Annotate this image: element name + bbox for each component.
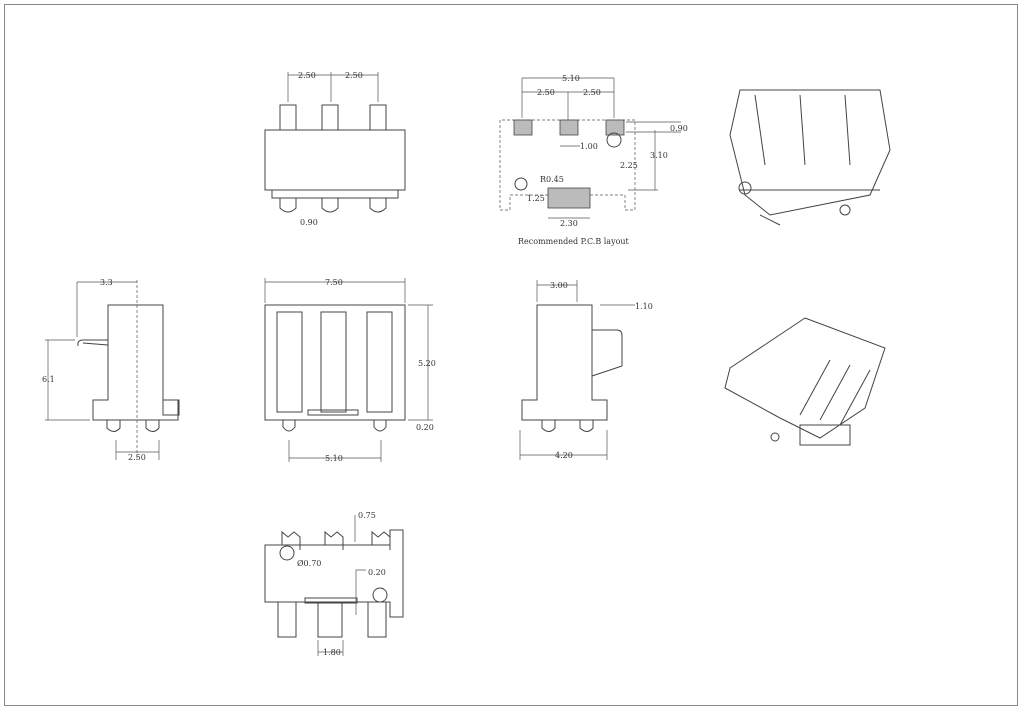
dim-label: 3.00 <box>550 281 568 290</box>
dim-label: 1.10 <box>635 302 653 311</box>
right-view: 3.00 1.10 4.20 <box>519 280 653 460</box>
dim-label: 2.25 <box>620 161 638 170</box>
dim-label: R0.45 <box>540 175 564 184</box>
dim-label: 2.50 <box>537 88 555 97</box>
sheet-border <box>4 4 1018 706</box>
top-view: 2.50 2.50 0.90 <box>264 71 406 227</box>
dim-label: 0.20 <box>416 423 434 432</box>
dim-label: 2.50 <box>345 71 363 80</box>
dim-label: 4.20 <box>555 451 573 460</box>
pcb-layout-caption: Recommended P.C.B layout <box>518 237 630 246</box>
dim-label: 3.3 <box>100 278 113 287</box>
front-view: 7.50 5.20 0.20 5.10 <box>264 278 436 463</box>
dim-label: 2.50 <box>298 71 316 80</box>
dim-label: Ø0.70 <box>297 559 321 568</box>
dim-label: 3.10 <box>650 151 668 160</box>
dim-label: 6.1 <box>42 375 55 384</box>
dim-label: 7.50 <box>325 278 343 287</box>
dim-label: 5.10 <box>562 74 580 83</box>
isometric-view-top <box>729 89 891 226</box>
dim-label: 2.50 <box>128 453 146 462</box>
dim-label: 0.90 <box>300 218 318 227</box>
isometric-view-bottom <box>724 317 886 446</box>
dim-label: 2.50 <box>583 88 601 97</box>
dim-label: 0.75 <box>358 511 376 520</box>
dim-label: 1.25 <box>527 194 545 203</box>
dim-label: 0.20 <box>368 568 386 577</box>
dim-label: 1.80 <box>323 648 341 657</box>
dim-label: 2.30 <box>560 219 578 228</box>
pcb-layout: 5.10 2.50 2.50 0.90 1.00 3.10 2.25 R0.45… <box>499 74 688 246</box>
dim-label: 1.00 <box>580 142 598 151</box>
side-view: 3.3 6.1 2.50 <box>42 278 180 462</box>
dim-label: 0.90 <box>670 124 688 133</box>
dim-label: 5.10 <box>325 454 343 463</box>
dim-label: 5.20 <box>418 359 436 368</box>
bottom-view: 0.75 Ø0.70 0.20 1.80 <box>264 511 404 657</box>
